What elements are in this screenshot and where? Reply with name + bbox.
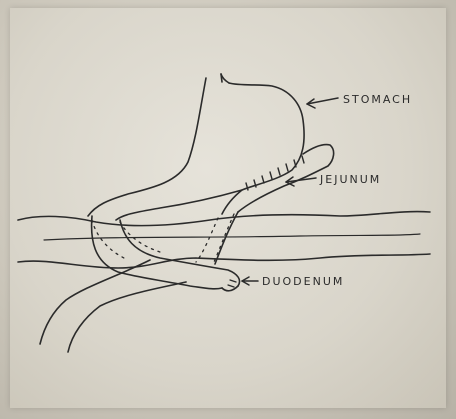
band-lower-wall — [18, 254, 430, 268]
jejunum-label: JEJUNUM — [319, 173, 381, 186]
stomach-right-wall — [116, 83, 304, 220]
stomach-left-wall — [88, 78, 206, 216]
lower-limb-left-wall — [40, 260, 150, 344]
duodenum-label: DUODENUM — [262, 275, 344, 288]
anastomosis-staples — [246, 156, 304, 190]
stomach-label: STOMACH — [343, 93, 412, 106]
duodenum-stump — [222, 286, 238, 291]
band-upper-wall — [18, 212, 430, 226]
jejunum-right-wall — [215, 212, 238, 264]
duodenum-staples — [228, 280, 236, 287]
lower-limb-right-wall — [68, 282, 186, 352]
band-middle-line — [44, 234, 420, 240]
stomach-top-lip — [221, 74, 222, 82]
